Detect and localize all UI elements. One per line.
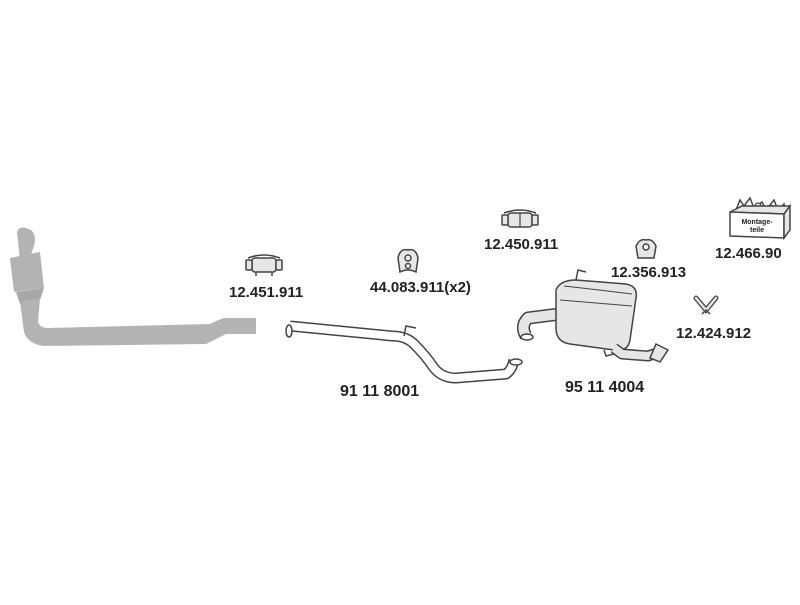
clamp-rear-icon — [501, 209, 539, 228]
label-rear-silencer: 95 11 4004 — [565, 379, 645, 396]
middle-pipe-part — [285, 320, 523, 384]
label-rubber-mount: 44.083.911(x2) — [370, 279, 471, 296]
mounting-kit-box-icon: Montage- teile — [729, 196, 792, 241]
rear-silencer-part — [516, 269, 670, 363]
label-clamp-front: 12.451.911 — [229, 284, 304, 301]
label-hanger: 12.356.913 — [611, 264, 687, 281]
label-mounting-kit: 12.466.90 — [715, 245, 782, 262]
mounting-kit-box-text-1: Montage- — [741, 219, 773, 226]
bracket-icon — [693, 295, 719, 315]
clamp-front-icon — [245, 254, 283, 276]
label-middle-pipe: 91 11 8001 — [340, 383, 420, 400]
label-clamp-rear: 12.450.911 — [484, 236, 559, 253]
mounting-kit-box-text-2: teile — [750, 227, 764, 234]
hanger-icon — [635, 238, 657, 259]
label-bracket: 12.424.912 — [676, 325, 752, 342]
front-pipe-existing — [10, 227, 256, 346]
rubber-mount-icon — [397, 248, 419, 274]
